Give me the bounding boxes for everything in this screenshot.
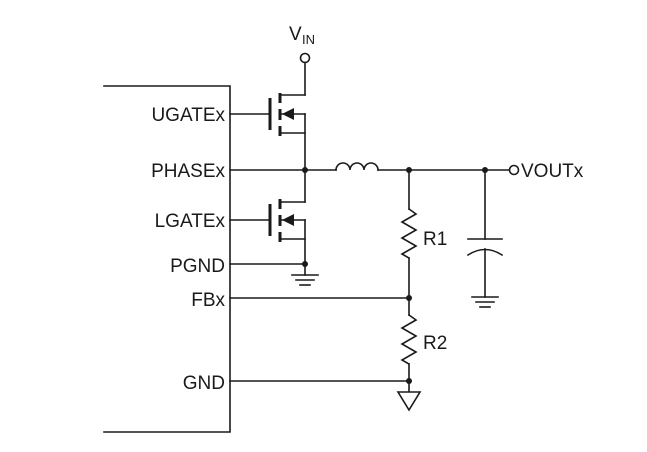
vout-label: VOUTx	[521, 161, 584, 182]
ic-body-outline	[103, 85, 231, 433]
pgnd-ground	[229, 261, 319, 286]
vin-terminal: V IN	[289, 24, 315, 96]
resistor-r1: R1	[400, 167, 447, 299]
signal-ground-symbol	[396, 391, 422, 412]
r1-label: R1	[423, 229, 447, 250]
pin-label-gnd: GND	[183, 373, 225, 394]
upper-mosfet	[229, 93, 306, 171]
vout-terminal: VOUTx	[508, 161, 584, 182]
vin-label: V	[289, 24, 302, 45]
pin-label-fb: FBx	[191, 290, 225, 311]
vin-open-terminal	[299, 52, 311, 64]
fb-node	[229, 295, 412, 301]
resistor-r2: R2	[400, 297, 447, 393]
pin-label-ugate: UGATEx	[151, 105, 225, 126]
pin-label-phase: PHASEx	[151, 161, 225, 182]
vin-label-sub: IN	[302, 32, 315, 47]
pin-label-lgate: LGATEx	[155, 211, 226, 232]
vout-open-terminal	[508, 164, 520, 176]
lower-mosfet	[229, 169, 306, 276]
pin-label-pgnd: PGND	[170, 256, 225, 277]
output-capacitor	[466, 167, 504, 308]
r2-label: R2	[423, 333, 447, 354]
gnd-node	[229, 378, 422, 412]
phase-node	[229, 167, 337, 173]
